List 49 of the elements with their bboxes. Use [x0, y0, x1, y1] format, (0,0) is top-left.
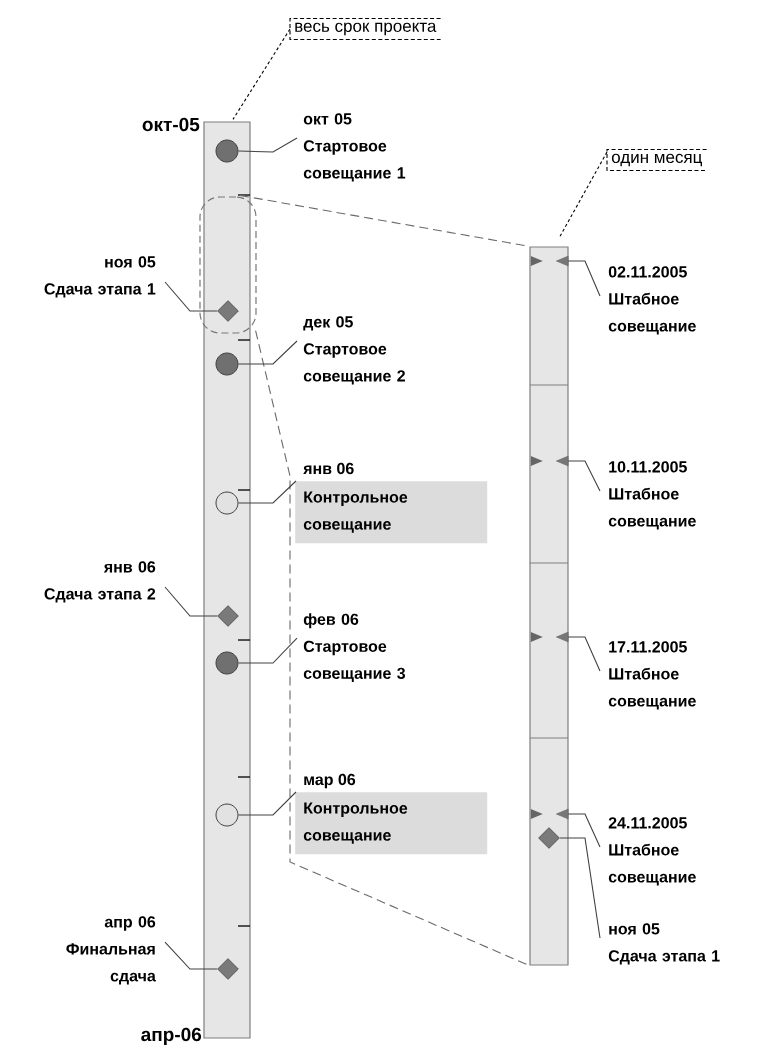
milestone-diamond [217, 300, 239, 322]
meeting-marker [530, 631, 569, 643]
leader-line [559, 837, 601, 939]
event-label: апр 06 Финальная сдача [66, 916, 156, 985]
milestone-diamond [217, 958, 239, 980]
leader-line [567, 636, 601, 672]
event-label: фев 06 Стартовое совещание 3 [303, 613, 406, 682]
callout-box: весь срок проекта [289, 17, 442, 41]
leader-line [164, 586, 218, 617]
leader-line [164, 281, 218, 312]
milestone-circle [215, 803, 239, 827]
leader-line [237, 137, 298, 153]
milestone-circle [215, 491, 239, 515]
milestone-circle [215, 651, 239, 675]
event-label: окт 05 Стартовое совещание 1 [303, 113, 406, 182]
event-label: 24.11.2005 Штабное совещание [608, 817, 696, 886]
leader-line [567, 260, 601, 297]
date-label: апр-06 [141, 1027, 202, 1045]
leader-line [559, 151, 608, 237]
highlighted-label: мар 06 Контрольное совещание [295, 773, 488, 855]
callout-box: один месяц [606, 149, 708, 172]
projection-line [255, 330, 530, 967]
highlighted-label: янв 06 Контрольное совещание [295, 462, 488, 544]
event-label: ноя 05 Сдача этапа 1 [608, 923, 720, 965]
leader-line [567, 460, 601, 492]
date-label: окт-05 [142, 117, 200, 132]
leader-line [237, 637, 298, 664]
timeline-bar [529, 246, 569, 966]
milestone-diamond [217, 605, 239, 627]
leader-line [237, 480, 297, 504]
leader-line [232, 28, 291, 120]
event-label: ноя 05 Сдача этапа 1 [44, 256, 156, 298]
milestone-circle [215, 139, 239, 163]
meeting-marker [530, 455, 569, 467]
milestone-diamond [538, 827, 560, 849]
meeting-marker [530, 808, 569, 820]
leader-line [237, 791, 297, 816]
event-label: янв 06 Сдача этапа 2 [44, 561, 156, 603]
leader-line [237, 340, 298, 365]
zoom-outline [199, 196, 257, 334]
projection-line [239, 194, 530, 247]
event-label: 10.11.2005 Штабное совещание [608, 461, 696, 530]
event-label: 17.11.2005 Штабное совещание [608, 641, 696, 710]
leader-line [567, 813, 601, 848]
event-label: дек 05 Стартовое совещание 2 [303, 316, 405, 385]
milestone-circle [215, 352, 239, 376]
leader-line [164, 941, 218, 970]
event-label: 02.11.2005 Штабное совещание [608, 266, 696, 335]
meeting-marker [530, 255, 569, 267]
